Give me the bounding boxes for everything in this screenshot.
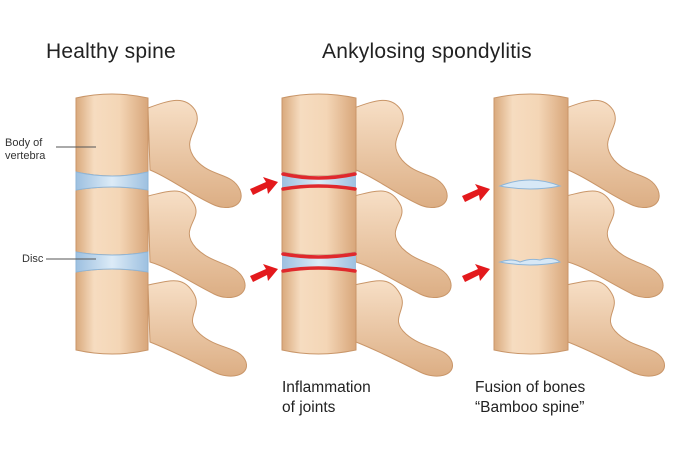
healthy-spine (46, 93, 247, 377)
fusion-arrows (462, 184, 490, 282)
fused-spine (462, 93, 665, 377)
healthy-vertebral-bodies (75, 93, 149, 355)
fusion-caption-line1: Fusion of bones (475, 379, 586, 396)
inflammation-caption-line1: Inflammation (282, 379, 371, 396)
inflamed-spinous-processes (353, 99, 453, 377)
inflammation-caption: Inflammation of joints (282, 378, 371, 418)
inflamed-spine (250, 93, 453, 377)
fused-vertebral-column (493, 93, 569, 355)
red-arrow-lower (250, 264, 278, 282)
red-arrow-upper (250, 177, 278, 195)
healthy-spine-title: Healthy spine (46, 40, 176, 63)
fusion-caption-line2: “Bamboo spine” (475, 399, 585, 416)
inflamed-joint-edges (281, 172, 357, 273)
body-of-vertebra-label: Body of vertebra (5, 137, 45, 163)
inflammation-caption-line2: of joints (282, 399, 336, 416)
red-arrow-fusion-upper (462, 184, 490, 202)
disc-label: Disc (22, 253, 44, 265)
body-of-vertebra-label-line1: Body of (5, 137, 43, 149)
fused-spinous-processes (565, 99, 665, 377)
fusion-caption: Fusion of bones “Bamboo spine” (475, 378, 585, 418)
ankylosing-spondylitis-title: Ankylosing spondylitis (322, 40, 532, 63)
red-arrow-fusion-lower (462, 264, 490, 282)
inflammation-arrows (250, 177, 278, 282)
inflamed-vertebral-bodies (281, 93, 357, 355)
residual-disc-slits (498, 179, 562, 266)
healthy-spinous-processes (147, 99, 247, 377)
body-of-vertebra-label-line2: vertebra (5, 150, 46, 162)
healthy-discs (75, 171, 149, 273)
